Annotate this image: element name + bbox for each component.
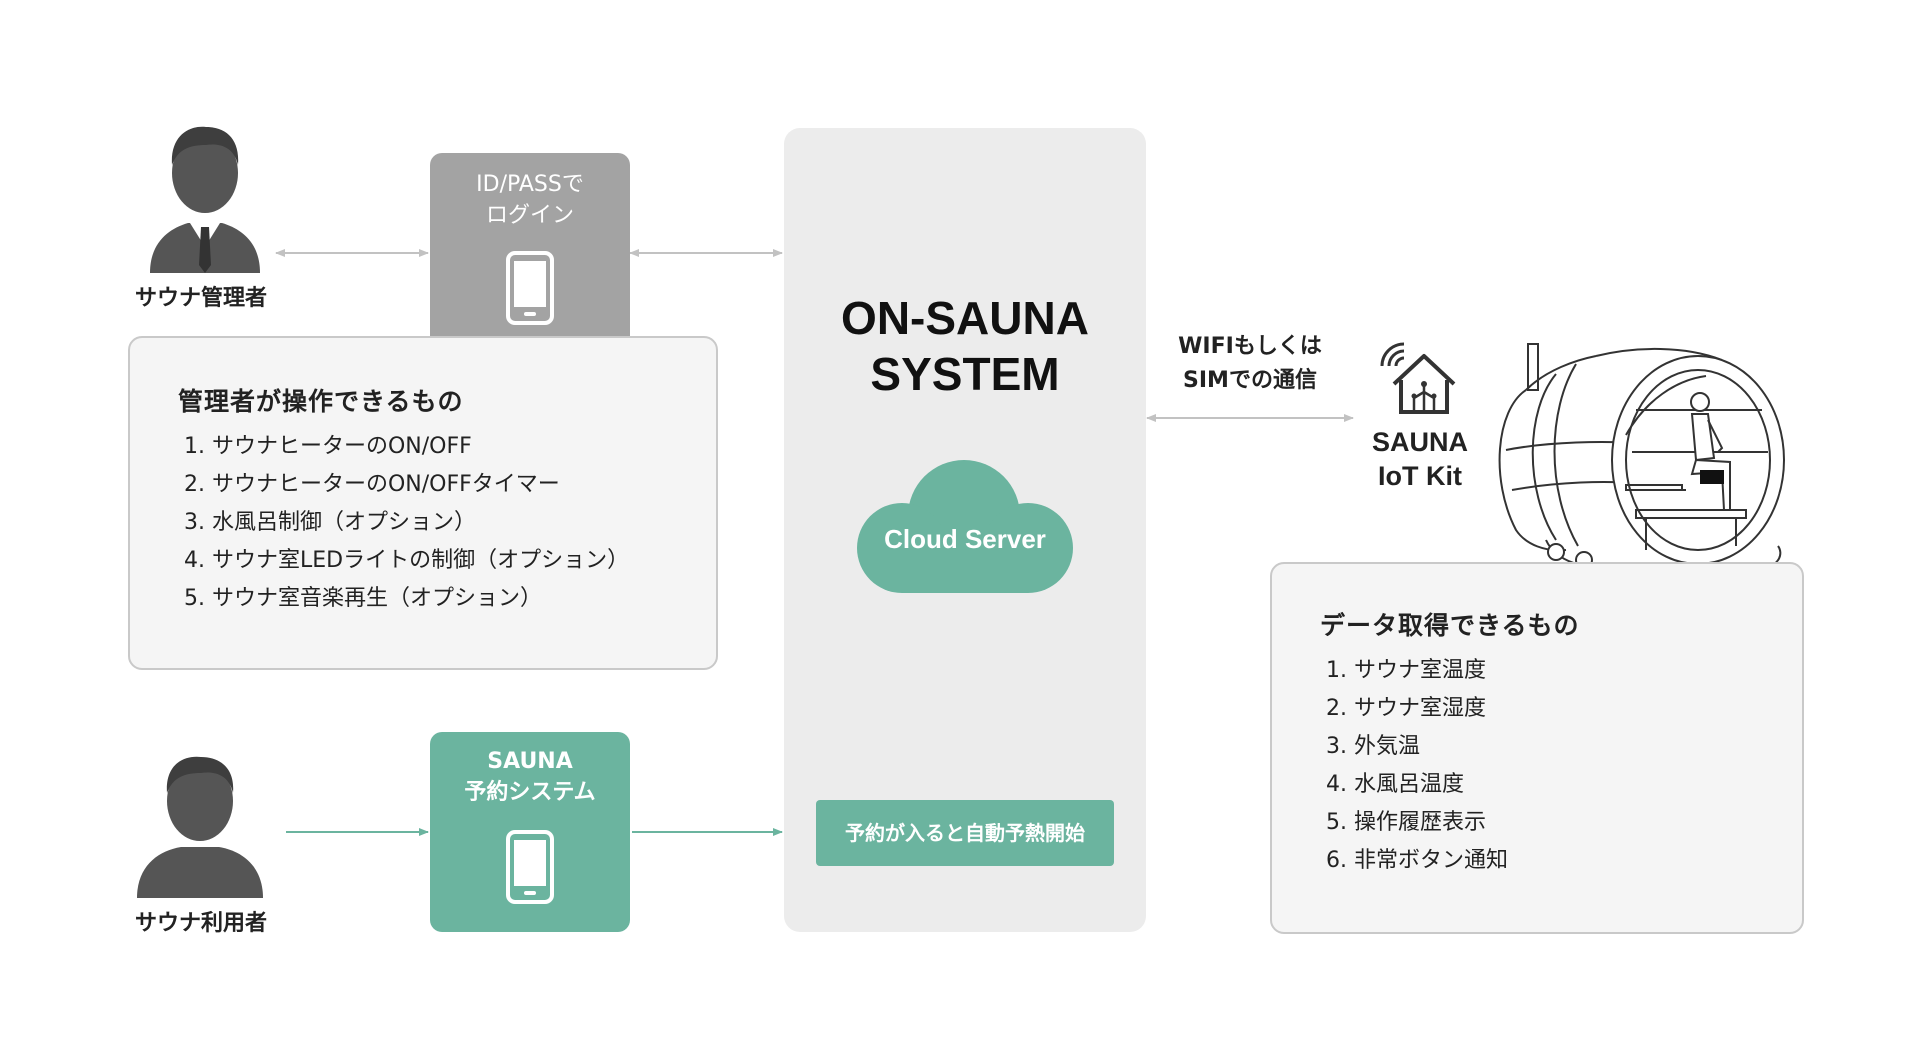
admin-op-item: 3. 水風呂制御（オプション） <box>184 510 476 535</box>
data-acquisition-panel: データ取得できるもの 1. サウナ室温度 2. サウナ室湿度 3. 外気温 4.… <box>1270 562 1804 934</box>
comm-line1: WIFIもしくは <box>1178 334 1322 359</box>
comm-line2: SIMでの通信 <box>1183 368 1317 393</box>
admin-op-item: 1. サウナヒーターのON/OFF <box>184 434 472 459</box>
admin-label: サウナ管理者 <box>134 286 267 311</box>
admin-op-item: 5. サウナ室音楽再生（オプション） <box>184 586 542 611</box>
user-label: サウナ利用者 <box>134 911 267 936</box>
login-box-line2: ログイン <box>485 203 574 228</box>
admin-panel-title: 管理者が操作できるもの <box>178 387 464 416</box>
sauna-reservation-box[interactable]: SAUNA 予約システム <box>430 732 630 932</box>
system-title-line1: ON-SAUNA <box>841 292 1089 344</box>
iot-kit-line1: SAUNA <box>1371 427 1468 457</box>
data-item: 6. 非常ボタン通知 <box>1326 848 1508 873</box>
cloud-icon <box>857 460 1073 593</box>
data-item: 5. 操作履歴表示 <box>1326 810 1486 835</box>
data-item: 2. サウナ室湿度 <box>1326 696 1486 721</box>
person-user-icon <box>137 756 263 898</box>
data-panel-title: データ取得できるもの <box>1320 611 1580 640</box>
iot-kit-line2: IoT Kit <box>1378 461 1462 491</box>
smartphone-icon <box>506 251 554 325</box>
login-box-line1: ID/PASSで <box>476 172 584 197</box>
admin-op-item: 2. サウナヒーターのON/OFFタイマー <box>184 472 560 497</box>
cloud-server-label: Cloud Server <box>884 524 1046 554</box>
admin-avatar <box>140 125 270 275</box>
data-item: 3. 外気温 <box>1326 734 1420 759</box>
smartphone-icon <box>506 830 554 904</box>
iot-kit-label: SAUNA IoT Kit <box>1345 425 1495 493</box>
data-item: 4. 水風呂温度 <box>1326 772 1464 797</box>
login-box[interactable]: ID/PASSで ログイン <box>430 153 630 353</box>
reservation-box-line1: SAUNA <box>487 749 573 774</box>
admin-op-item: 4. サウナ室LEDライトの制御（オプション） <box>184 548 630 573</box>
on-sauna-system-panel: ON-SAUNA SYSTEM Cloud Server 予約が入ると自動予熱開… <box>784 128 1146 932</box>
system-title-line2: SYSTEM <box>870 348 1060 400</box>
communication-label: WIFIもしくは SIMでの通信 <box>1150 330 1350 398</box>
reservation-box-line2: 予約システム <box>464 780 596 805</box>
smart-home-wifi-icon <box>1380 342 1456 414</box>
barrel-sauna-illustration <box>1498 343 1785 570</box>
user-avatar <box>133 755 267 900</box>
admin-operations-panel: 管理者が操作できるもの 1. サウナヒーターのON/OFF 2. サウナヒーター… <box>128 336 718 670</box>
auto-preheat-label: 予約が入ると自動予熱開始 <box>816 800 1114 866</box>
data-item: 1. サウナ室温度 <box>1326 658 1486 683</box>
person-admin-icon <box>150 126 260 273</box>
